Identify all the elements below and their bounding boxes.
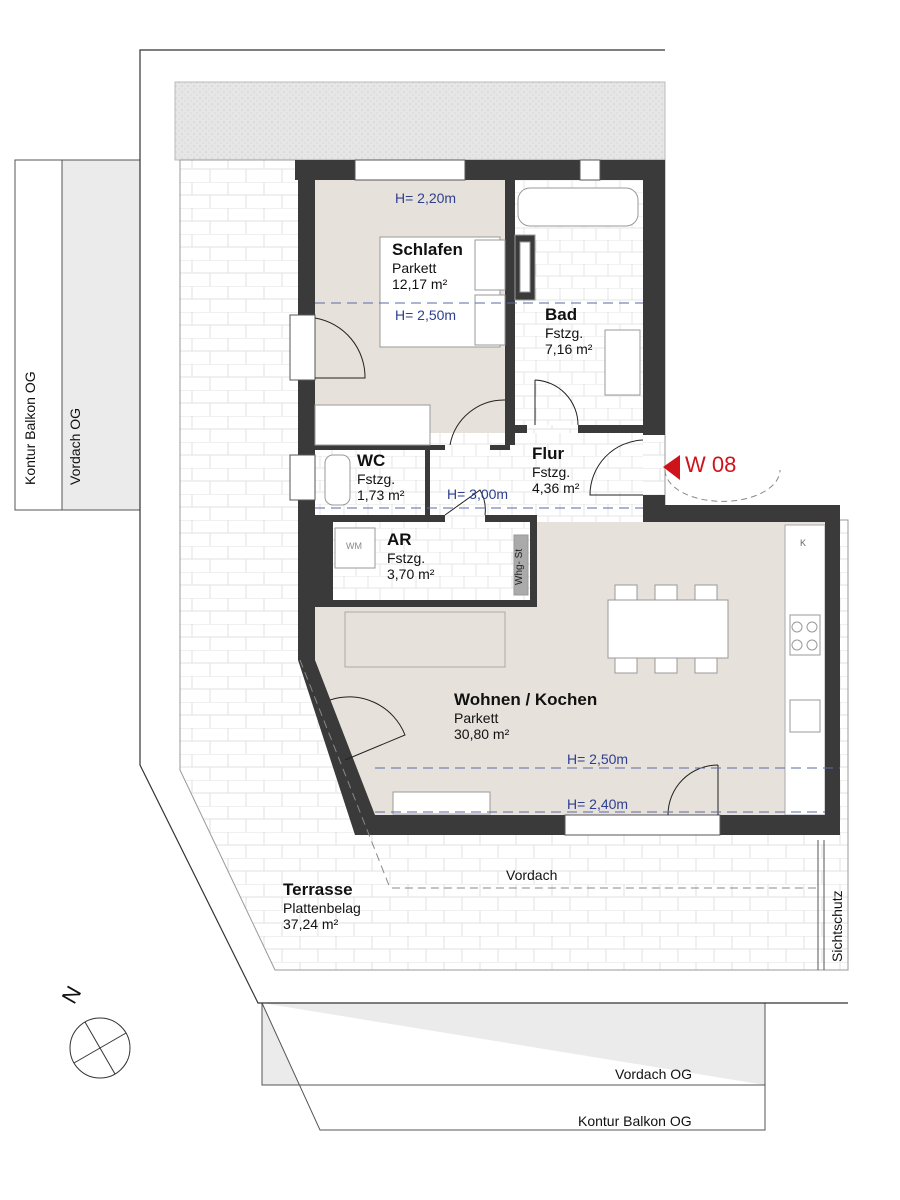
room-name: Wohnen / Kochen (454, 690, 598, 709)
room-area: 37,24 m² (283, 915, 339, 932)
room-label-wc: WC Fstzg. 1,73 m² (357, 451, 404, 503)
kontur-balkon-label: Kontur Balkon OG (22, 371, 38, 485)
room-area: 4,36 m² (532, 479, 580, 496)
unit-label: W 08 (685, 452, 737, 477)
room-label-bad: Bad Fstzg. 7,16 m² (545, 305, 592, 357)
room-name: AR (387, 530, 412, 549)
doors (314, 317, 719, 816)
room-name: Flur (532, 444, 565, 463)
vordach-og-bottom-label: Vordach OG (615, 1066, 693, 1082)
room-floor: Fstzg. (545, 324, 584, 341)
flur-floor (430, 433, 643, 522)
room-area: 12,17 m² (392, 275, 448, 292)
sichtschutz-screen (817, 840, 825, 970)
upper-floor-contour-left (14, 159, 141, 511)
room-floor: Parkett (454, 709, 499, 726)
room-area: 1,73 m² (357, 486, 405, 503)
vordach-og-label: Vordach OG (67, 407, 83, 485)
room-name: Terrasse (283, 880, 353, 899)
meter-label: Whg- St (514, 548, 525, 585)
room-name: Bad (545, 305, 578, 324)
fridge-label: K (800, 538, 807, 548)
room-label-terrasse: Terrasse Plattenbelag 37,24 m² (283, 880, 361, 932)
room-floor: Fstzg. (357, 470, 396, 487)
room-area: 30,80 m² (454, 725, 510, 742)
walls (295, 160, 840, 835)
ceiling-height-label: H= 2,40m (567, 796, 629, 812)
ceiling-height-label: H= 2,50m (395, 307, 457, 323)
kontur-balkon-bottom-label: Kontur Balkon OG (578, 1113, 692, 1129)
room-label-schlafen: Schlafen Parkett 12,17 m² (392, 240, 463, 292)
vordach-outline (299, 659, 820, 889)
washing-machine-label: WM (346, 541, 362, 551)
room-name: Schlafen (392, 240, 463, 259)
room-floor: Parkett (392, 259, 437, 276)
windows (289, 159, 721, 836)
room-label-ar: AR Fstzg. 3,70 m² (387, 530, 434, 582)
vordach-label: Vordach (506, 867, 558, 883)
height-lines (315, 302, 840, 813)
entrance-marker-icon (663, 455, 680, 480)
ceiling-height-label: H= 2,50m (567, 751, 629, 767)
room-label-wohnen-kochen: Wohnen / Kochen Parkett 30,80 m² (454, 690, 597, 742)
furniture (314, 187, 821, 815)
room-label-flur: Flur Fstzg. 4,36 m² (532, 444, 579, 496)
room-floor: Plattenbelag (283, 899, 361, 916)
room-floor: Fstzg. (532, 463, 571, 480)
sichtschutz-label: Sichtschutz (829, 890, 845, 962)
room-floor: Fstzg. (387, 549, 426, 566)
gravel-strip (174, 81, 666, 161)
north-arrow-icon (69, 1017, 131, 1079)
ceiling-height-label: H= 3,00m (447, 486, 509, 502)
room-area: 7,16 m² (545, 340, 593, 357)
kitchen-counter (784, 524, 826, 816)
ceiling-height-label: H= 2,20m (395, 190, 457, 206)
entrance-arc (664, 469, 781, 502)
room-area: 3,70 m² (387, 565, 435, 582)
room-name: WC (357, 451, 386, 470)
